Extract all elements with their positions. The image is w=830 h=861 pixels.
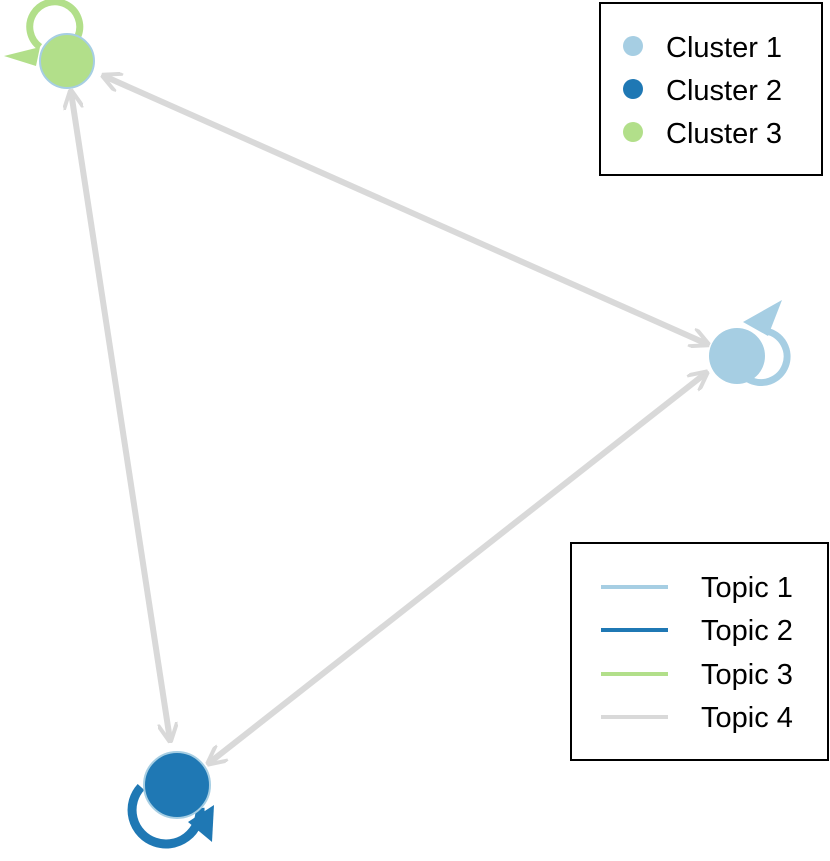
legend-marker-cluster-1 — [623, 36, 643, 56]
legend-label-topic-1: Topic 1 — [701, 572, 793, 604]
edges — [71, 76, 707, 763]
topic-legend: Topic 1 Topic 2 Topic 3 Topic 4 — [570, 542, 829, 761]
edge-cluster1-cluster2 — [209, 373, 706, 763]
self-loop-cluster2 — [127, 783, 214, 849]
cluster-legend: Cluster 1 Cluster 2 Cluster 3 — [599, 2, 823, 176]
legend-label-topic-2: Topic 2 — [701, 615, 793, 647]
legend-label-topic-3: Topic 3 — [701, 659, 793, 691]
legend-label-topic-4: Topic 4 — [701, 702, 793, 734]
legend-marker-cluster-2 — [623, 79, 643, 99]
node-cluster1 — [709, 328, 765, 384]
self-loop-cluster3 — [4, 0, 84, 66]
edge-cluster3-cluster2 — [71, 92, 170, 740]
self-loops — [4, 0, 791, 849]
legend-label-cluster-1: Cluster 1 — [666, 32, 782, 64]
node-cluster3 — [39, 33, 95, 89]
node-cluster2 — [143, 751, 211, 819]
nodes — [39, 33, 765, 819]
legend-label-cluster-3: Cluster 3 — [666, 118, 782, 150]
legend-marker-cluster-3 — [623, 122, 643, 142]
legend-label-cluster-2: Cluster 2 — [666, 75, 782, 107]
edge-cluster3-cluster1 — [104, 76, 707, 344]
self-loop-cluster1 — [743, 300, 791, 386]
topic-legend-box — [570, 542, 829, 761]
